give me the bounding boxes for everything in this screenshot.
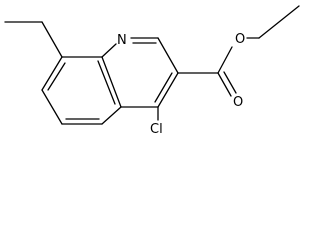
bond-c3-c4: [157, 72, 179, 108]
ester-oxygen-atom-label: O: [235, 32, 245, 47]
structure-canvas: N Cl O O: [4, 5, 300, 137]
bond-carbonyl-c-o-double-a: [217, 72, 232, 97]
bond-ester-ch2-ch3: [258, 5, 300, 39]
bond-c8-ethyl-ch2: [41, 21, 63, 58]
bond-c8-c7: [41, 56, 63, 91]
bond-c2-c3: [157, 37, 179, 74]
bond-carbonyl-c-ester-o: [217, 46, 233, 74]
bond-c7-c6: [41, 89, 63, 125]
nitrogen-atom-label: N: [117, 33, 127, 48]
carbonyl-oxygen-atom-label: O: [233, 95, 243, 110]
bond-c4a-c8a: [101, 56, 122, 108]
chlorine-atom-label: Cl: [150, 122, 163, 137]
bond-c5-c4a: [101, 106, 122, 125]
bond-c8a-n1: [101, 43, 117, 58]
bond-c4a-c8a-double: [97, 60, 116, 105]
bond-c8-c7-double: [47, 62, 66, 91]
bond-carbonyl-c-o-double-b: [223, 71, 237, 94]
ethyl-4-chloro-8-ethylquinoline-3-carboxylate-structure: N Cl O O: [4, 5, 300, 137]
bond-c3-c4-double: [154, 72, 173, 103]
